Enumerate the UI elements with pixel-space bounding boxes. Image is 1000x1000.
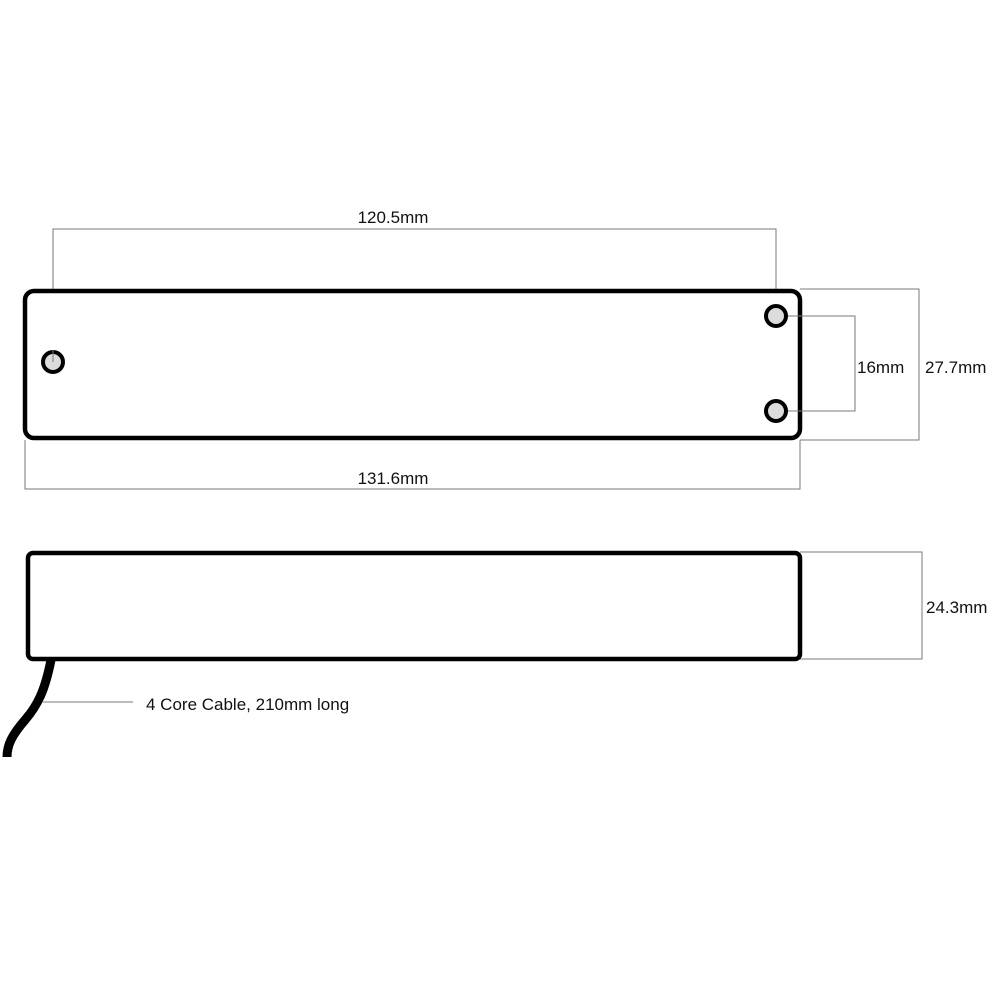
label-27-7: 27.7mm (925, 358, 986, 377)
side-view: 24.3mm 4 Core Cable, 210mm long (2, 550, 987, 758)
dimension-line-24-3 (800, 551, 923, 660)
label-16: 16mm (857, 358, 904, 377)
pickup-top-outline (22, 288, 803, 441)
pickup-side-outline (25, 550, 803, 662)
dimension-line-131-6 (24, 440, 801, 490)
label-131-6: 131.6mm (358, 469, 429, 488)
label-24-3: 24.3mm (926, 598, 987, 617)
dimension-line-27-7 (800, 288, 920, 441)
mounting-hole-top-right (764, 304, 788, 328)
top-view: 120.5mm 16mm 27.7mm 131.6mm (22, 208, 986, 490)
cable (2, 659, 56, 758)
dimension-line-16 (776, 315, 856, 412)
label-cable: 4 Core Cable, 210mm long (146, 695, 349, 714)
label-120-5: 120.5mm (358, 208, 429, 227)
mounting-hole-bottom-right (764, 399, 788, 423)
